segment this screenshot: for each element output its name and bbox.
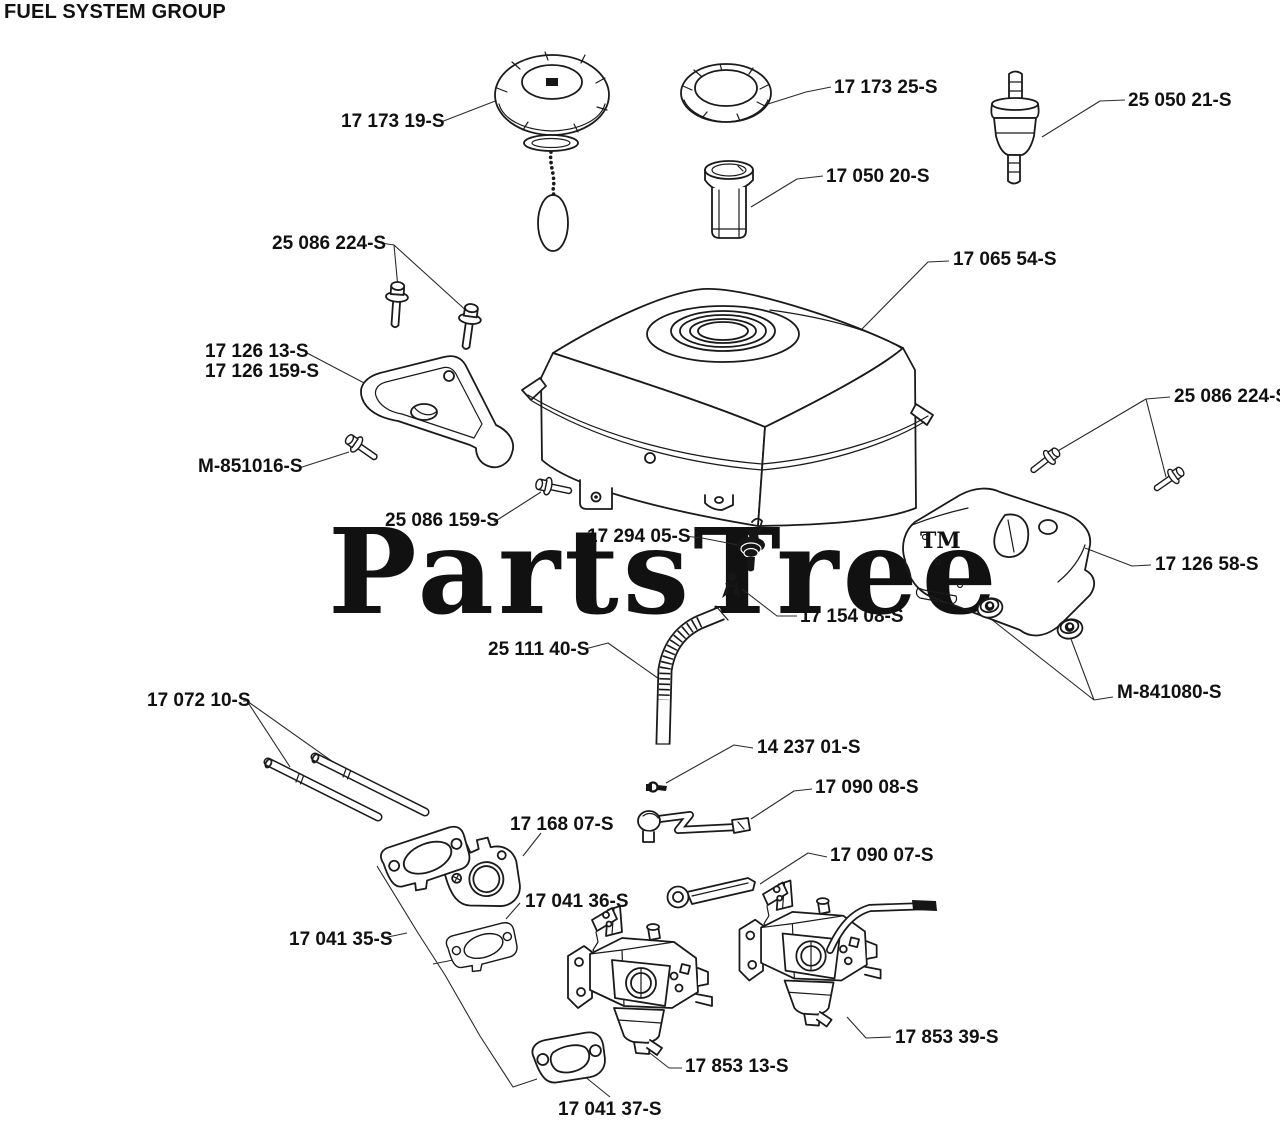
fuel-cap-with-tether-drawing (494, 51, 610, 252)
fuel-filter-drawing (990, 70, 1040, 185)
part-label-0: 17 173 19-S (341, 111, 445, 132)
flange-screw-pair-right-drawing (1025, 443, 1189, 497)
carburetor-gasket-36-drawing (443, 916, 524, 979)
fuel-line-drawing (655, 605, 729, 745)
flange-screw-25086159-drawing (533, 474, 575, 501)
part-label-23: 17 853 13-S (685, 1056, 789, 1077)
fuel-strainer-drawing (704, 160, 754, 239)
part-label-20: 17 168 07-S (510, 814, 614, 835)
part-label-25: 17 041 37-S (558, 1099, 662, 1120)
governor-lever-drawing (666, 877, 756, 909)
part-label-16: 17 072 10-S (147, 690, 251, 711)
part-label-3: 17 050 20-S (826, 166, 930, 187)
watermark: PartsTree TM (328, 502, 1001, 641)
part-label-7: 17 126 159-S (205, 361, 319, 382)
tank-bracket-left-drawing (360, 355, 514, 469)
part-label-8: M-851016-S (198, 456, 303, 477)
part-labels: 17 173 19-S 17 173 25-S 25 050 21-S 17 0… (147, 77, 1280, 1120)
fuel-cap-drawing (680, 63, 772, 123)
flange-screw-pair-left-drawing (382, 280, 484, 352)
fuel-tank-drawing (521, 288, 934, 527)
leader-lines (243, 86, 1171, 1098)
part-label-17: 14 237 01-S (757, 737, 861, 758)
tank-bracket-right-drawing (902, 487, 1096, 637)
retainer-clip-drawing (722, 572, 741, 598)
flange-screw-m851016-drawing (341, 429, 383, 467)
part-label-6: 17 126 13-S (205, 341, 309, 362)
part-label-13: 17 126 58-S (1155, 554, 1259, 575)
part-label-19: 17 090 07-S (830, 845, 934, 866)
part-label-14: M-841080-S (1117, 682, 1222, 703)
part-label-2: 25 050 21-S (1128, 90, 1232, 111)
part-label-4: 25 086 224-S (272, 233, 386, 254)
part-label-22: 17 041 35-S (289, 929, 393, 950)
part-label-11: 17 154 08-S (800, 606, 904, 627)
part-label-15: 25 111 40-S (488, 639, 589, 660)
fuel-outlet-grommet-drawing (737, 517, 765, 572)
gasket-37-drawing (531, 1031, 606, 1084)
part-label-18: 17 090 08-S (815, 777, 919, 798)
part-label-12: 25 086 224-S (1174, 386, 1280, 407)
choke-link-drawing (637, 810, 751, 843)
part-label-24: 17 853 39-S (895, 1027, 999, 1048)
watermark-text: PartsTree (328, 502, 1001, 641)
part-label-21: 17 041 36-S (525, 891, 629, 912)
watermark-tm: TM (920, 528, 961, 554)
hose-clamp-drawing (646, 781, 667, 793)
part-label-1: 17 173 25-S (834, 77, 938, 98)
part-label-9: 25 086 159-S (385, 510, 499, 531)
carburetor-stud-pair-drawing (264, 753, 425, 817)
carburetor-39-drawing (738, 879, 937, 1028)
part-label-10: 17 294 05-S (587, 526, 691, 547)
page-title: FUEL SYSTEM GROUP (4, 1, 226, 23)
part-label-5: 17 065 54-S (953, 249, 1057, 270)
